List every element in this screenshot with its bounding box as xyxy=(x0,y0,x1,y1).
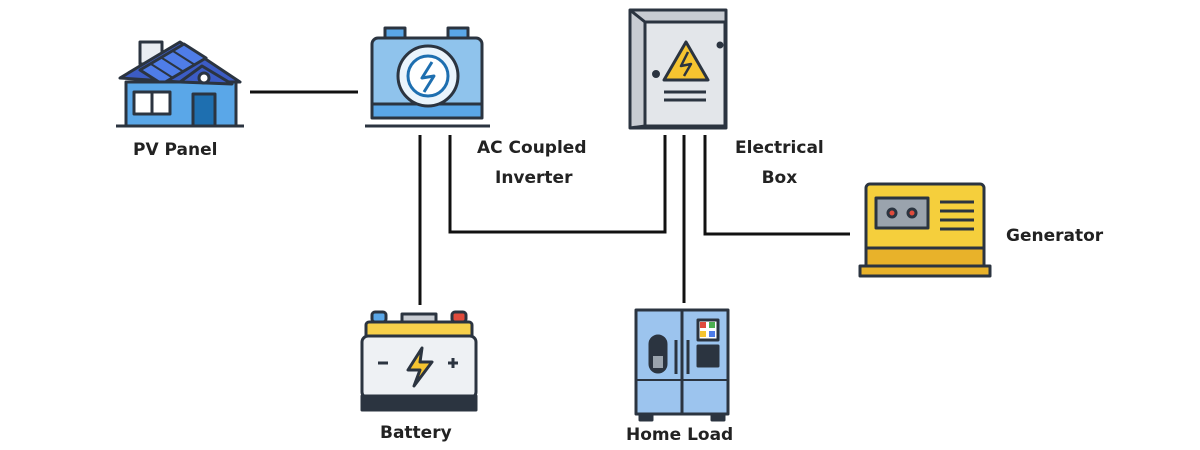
electrical-box-label: Electrical Box xyxy=(735,133,824,193)
solar-house-icon xyxy=(116,40,244,128)
inverter-icon xyxy=(365,26,490,128)
generator-label: Generator xyxy=(1006,221,1103,251)
pv-panel-label: PV Panel xyxy=(133,135,217,165)
electrical-box-icon xyxy=(628,8,728,130)
battery-icon xyxy=(360,310,478,412)
generator-label-text: Generator xyxy=(1006,226,1104,246)
electrical-box-label-line2: Box xyxy=(761,168,798,188)
inverter-label-line2: Inverter xyxy=(495,168,573,188)
inverter-label: AC Coupled Inverter xyxy=(477,133,587,193)
battery-label-text: Battery xyxy=(380,423,452,443)
generator-icon xyxy=(858,182,992,278)
home-load-label-text: Home Load xyxy=(626,425,734,445)
inverter-label-line1: AC Coupled xyxy=(477,138,587,158)
battery-label: Battery xyxy=(380,418,452,448)
line-electrical-box-to-generator xyxy=(703,135,850,236)
electrical-box-label-line1: Electrical xyxy=(735,138,824,158)
pv-panel-label-text: PV Panel xyxy=(133,140,218,160)
home-load-label: Home Load xyxy=(626,420,733,450)
line-inverter-to-electrical-box xyxy=(448,135,667,234)
refrigerator-icon xyxy=(634,308,730,422)
connection-lines xyxy=(250,90,850,305)
